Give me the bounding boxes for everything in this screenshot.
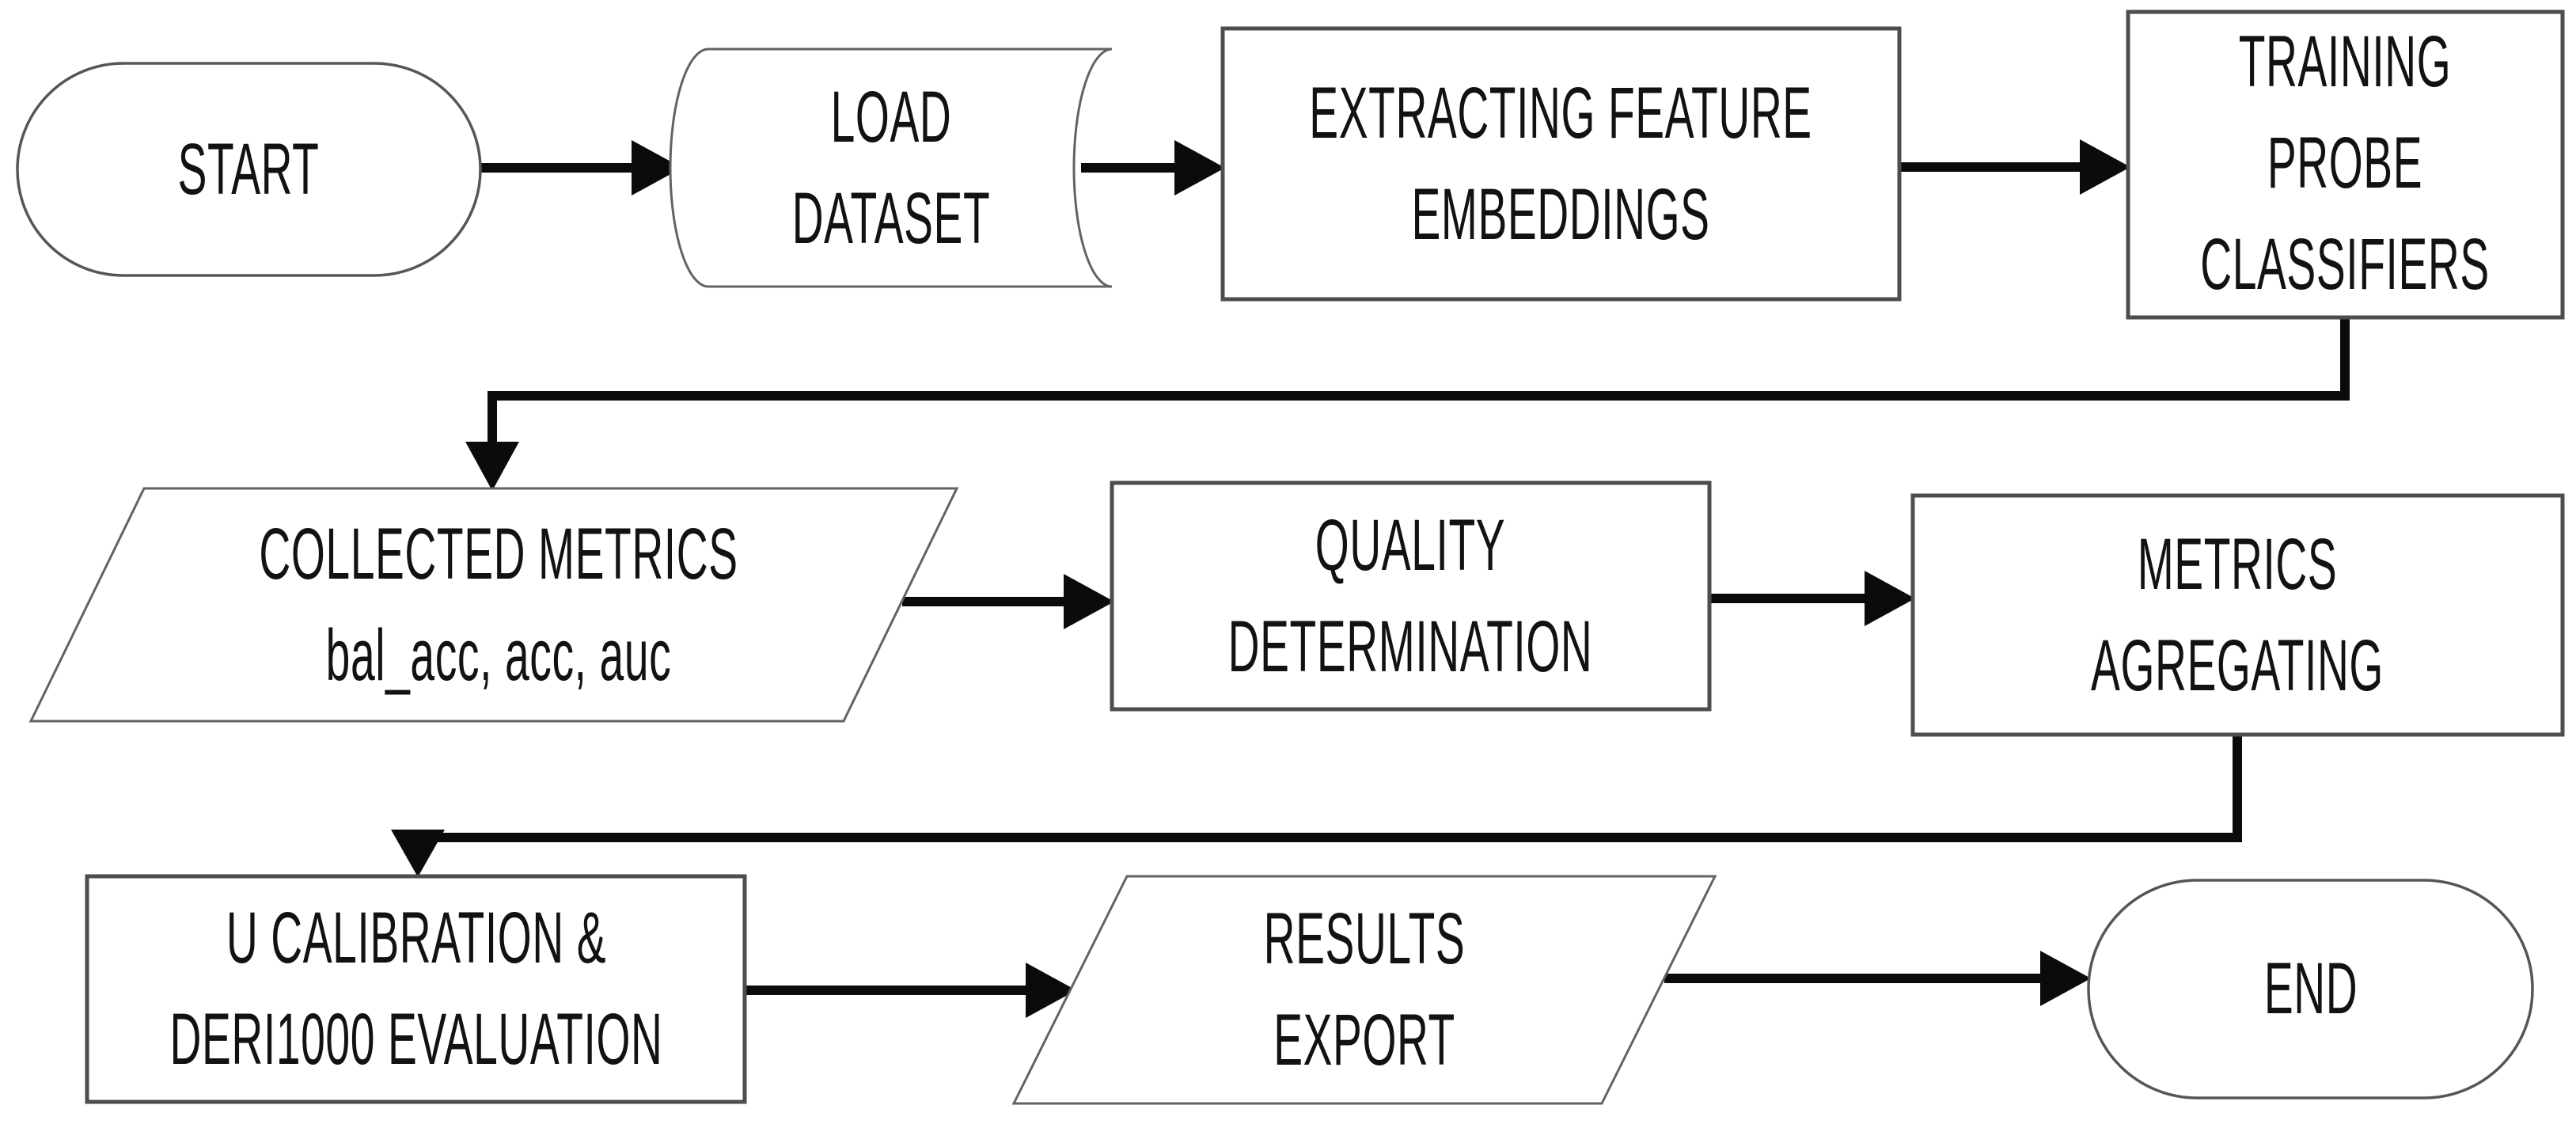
start-terminator-shape [16, 62, 482, 277]
edge-extract-to-train-arrowhead [2080, 139, 2130, 195]
edge-aggregating-to-calibration-arrowhead [391, 830, 445, 877]
node-label-quality-determination: QUALITY DETERMINATION [1227, 505, 1593, 687]
load-dataset-stored-data-shape [669, 47, 1113, 288]
train-probes-process-shape [2126, 9, 2565, 320]
edge-load-to-extract-arrowhead [1174, 140, 1225, 196]
node-label-collected-metrics: COLLECTED METRICS bal_acc, acc, auc [259, 514, 738, 696]
node-label-extract-embeddings: EXTRACTING FEATURE EMBEDDINGS [1309, 73, 1812, 255]
node-shapes [16, 9, 2565, 1105]
edge-train-to-collected-elbow [488, 317, 2350, 445]
node-label-start: START [177, 129, 320, 210]
collected-metrics-parallelogram-shape [28, 487, 959, 723]
u-calibration-process-shape [85, 874, 747, 1104]
edge-results-to-end-arrowhead [2040, 951, 2091, 1006]
metrics-aggregating-process-shape [1910, 493, 2565, 737]
node-label-load-dataset: LOAD DATASET [791, 77, 991, 259]
results-export-parallelogram-shape [1011, 875, 1717, 1105]
edge-start-to-load-arrowhead [632, 140, 682, 196]
node-label-end: END [2263, 948, 2358, 1029]
edge-aggregating-to-calibration-elbow [418, 735, 2242, 842]
node-label-train-probes: TRAINING PROBE CLASSIFIERS [2200, 21, 2490, 305]
edge-collected-to-quality-arrowhead [1064, 574, 1114, 629]
extract-embeddings-process-shape [1220, 26, 1902, 302]
end-terminator-shape [2087, 879, 2534, 1100]
node-label-u-calibration: U CALIBRATION & DERI1000 EVALUATION [169, 898, 663, 1080]
edge-calibration-to-results-arrowhead [1026, 963, 1076, 1018]
edge-quality-to-aggregating-arrowhead [1865, 571, 1915, 626]
connectors [391, 139, 2350, 1018]
node-label-metrics-aggregating: METRICS AGREGATING [2091, 524, 2384, 706]
edge-train-to-collected-arrowhead [465, 442, 519, 491]
node-label-results-export: RESULTS EXPORT [1263, 898, 1466, 1081]
quality-determination-process-shape [1110, 480, 1712, 712]
